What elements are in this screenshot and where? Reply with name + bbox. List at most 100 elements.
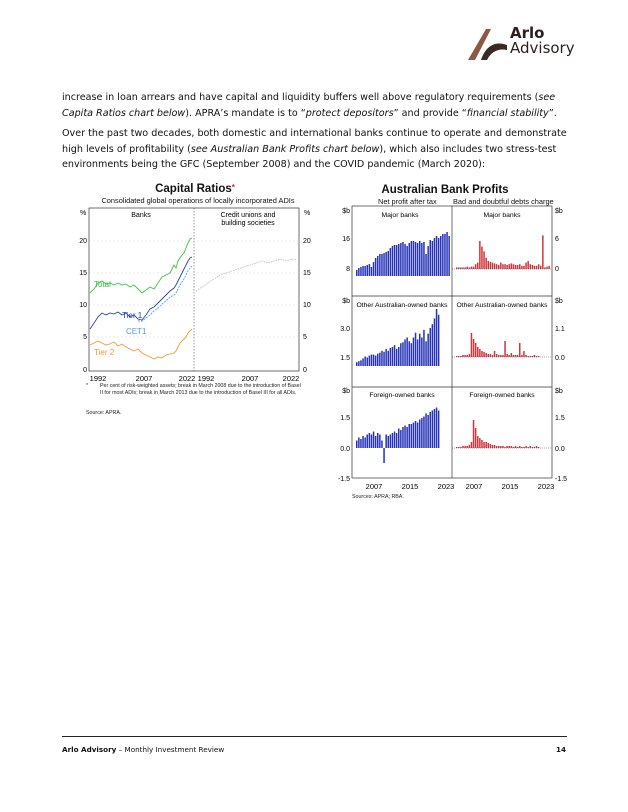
profit-bar-major bbox=[387, 251, 389, 276]
y-tick-right: 20 bbox=[303, 238, 311, 245]
baddebt-bar-major bbox=[481, 246, 483, 269]
baddebt-bar-major bbox=[527, 261, 529, 269]
baddebt-bar-major bbox=[540, 265, 542, 269]
baddebt-bar-major bbox=[502, 264, 504, 269]
baddebt-bar-other bbox=[472, 339, 475, 357]
x-tick: 2007 bbox=[136, 374, 153, 383]
bank-profits-chart: Major banks Major banks Other Australian… bbox=[338, 205, 567, 491]
profit-bar-foreign bbox=[391, 433, 394, 448]
baddebt-bar-other bbox=[460, 356, 462, 357]
profit-bar-other bbox=[400, 343, 402, 366]
baddebt-bar-major bbox=[460, 267, 462, 269]
series-tier2 bbox=[89, 328, 193, 360]
baddebt-bar-foreign bbox=[470, 442, 473, 448]
profit-bar-foreign bbox=[412, 422, 415, 448]
profit-bar-major bbox=[377, 256, 379, 276]
profit-bar-foreign bbox=[370, 434, 373, 448]
profit-bar-major bbox=[395, 245, 398, 276]
baddebt-bar-other bbox=[506, 354, 508, 357]
profit-bar-major bbox=[379, 254, 381, 276]
baddebt-bar-other bbox=[523, 351, 525, 357]
panel2-right-label: Other Australian-owned banks bbox=[456, 302, 548, 309]
baddebt-bar-foreign bbox=[474, 428, 477, 448]
profit-bar-major bbox=[440, 236, 442, 276]
profit-bar-major bbox=[444, 234, 446, 276]
profit-bar-major bbox=[412, 241, 415, 276]
series-total bbox=[89, 237, 193, 294]
profit-bar-other bbox=[429, 328, 431, 366]
profit-bar-foreign bbox=[381, 440, 383, 448]
profit-bar-other bbox=[360, 360, 362, 366]
profit-bar-foreign bbox=[368, 433, 371, 448]
x-tick: 1992 bbox=[198, 374, 215, 383]
body-paragraph-2: Over the past two decades, both domestic… bbox=[62, 128, 567, 170]
profit-bar-major bbox=[433, 238, 436, 276]
profit-bar-major bbox=[368, 264, 371, 276]
series-cet1 bbox=[138, 265, 193, 322]
baddebt-bar-foreign bbox=[514, 446, 517, 448]
y-tick: -1.5 bbox=[555, 476, 567, 483]
profit-bar-major bbox=[446, 232, 448, 276]
profit-bar-foreign bbox=[429, 412, 431, 448]
baddebt-bar-major bbox=[529, 264, 531, 269]
baddebt-bar-major bbox=[544, 267, 546, 269]
profit-bar-major bbox=[429, 240, 431, 276]
profit-bar-foreign bbox=[377, 433, 379, 448]
profit-bar-other bbox=[379, 352, 381, 366]
y-tick-left: 15 bbox=[79, 270, 87, 277]
profit-bar-major bbox=[435, 236, 438, 276]
y-tick-right: 10 bbox=[303, 302, 311, 309]
profit-col-left: Net profit after tax bbox=[378, 197, 437, 206]
baddebt-bar-major bbox=[485, 257, 487, 269]
profit-bar-major bbox=[362, 266, 364, 276]
y-tick: 1.5 bbox=[555, 415, 565, 422]
baddebt-bar-foreign bbox=[521, 447, 523, 448]
profit-bar-other bbox=[408, 341, 410, 366]
profit-bar-foreign bbox=[408, 424, 410, 448]
footer-divider bbox=[62, 736, 567, 737]
y-tick: 0.0 bbox=[340, 446, 350, 453]
profit-bar-major bbox=[406, 246, 408, 276]
profit-bar-foreign bbox=[421, 418, 423, 448]
baddebt-bar-foreign bbox=[508, 446, 510, 448]
label-tier2: Tier 2 bbox=[94, 348, 115, 357]
baddebt-bar-other bbox=[481, 351, 483, 357]
capital-chart-title: Capital Ratios* bbox=[155, 183, 235, 195]
baddebt-bar-foreign bbox=[523, 447, 525, 448]
baddebt-bar-other bbox=[470, 333, 473, 357]
arlo-logo-icon bbox=[468, 29, 507, 60]
panel1-right-label: Major banks bbox=[483, 212, 521, 219]
x-tick: 2015 bbox=[502, 482, 519, 491]
baddebt-bar-other bbox=[493, 351, 496, 357]
profit-bar-other bbox=[435, 309, 438, 366]
baddebt-bar-other bbox=[498, 355, 500, 357]
baddebt-bar-major bbox=[512, 264, 515, 269]
profit-bar-other bbox=[419, 333, 421, 366]
profit-bar-foreign bbox=[427, 415, 429, 448]
panel-label-cu-1: Credit unions and bbox=[221, 212, 276, 219]
profit-bar-major bbox=[437, 238, 440, 276]
profit-bar-major bbox=[431, 241, 434, 276]
baddebt-bar-other bbox=[533, 355, 536, 357]
baddebt-bar-foreign bbox=[472, 420, 475, 448]
profit-bar-foreign bbox=[372, 431, 375, 448]
label-total: Total bbox=[94, 280, 111, 289]
baddebt-bar-other bbox=[514, 355, 517, 357]
profit-bar-major bbox=[442, 234, 444, 276]
baddebt-bar-foreign bbox=[531, 447, 534, 448]
baddebt-bar-major bbox=[477, 262, 479, 269]
baddebt-bar-major bbox=[506, 265, 508, 269]
baddebt-bar-other bbox=[495, 354, 498, 357]
y-tick: 0.0 bbox=[555, 355, 565, 362]
y-tick-right: 0 bbox=[303, 367, 307, 374]
profit-bar-other bbox=[387, 350, 389, 366]
profit-bar-major bbox=[419, 241, 421, 276]
profit-bar-foreign bbox=[419, 419, 421, 448]
profit-bar-other bbox=[393, 345, 396, 366]
baddebt-bar-foreign bbox=[502, 446, 504, 448]
baddebt-bar-foreign bbox=[479, 438, 481, 448]
baddebt-bar-other bbox=[525, 355, 527, 357]
label-cet1: CET1 bbox=[126, 327, 147, 336]
profit-bar-other bbox=[374, 355, 377, 366]
panel3-left-label: Foreign-owned banks bbox=[369, 392, 435, 399]
